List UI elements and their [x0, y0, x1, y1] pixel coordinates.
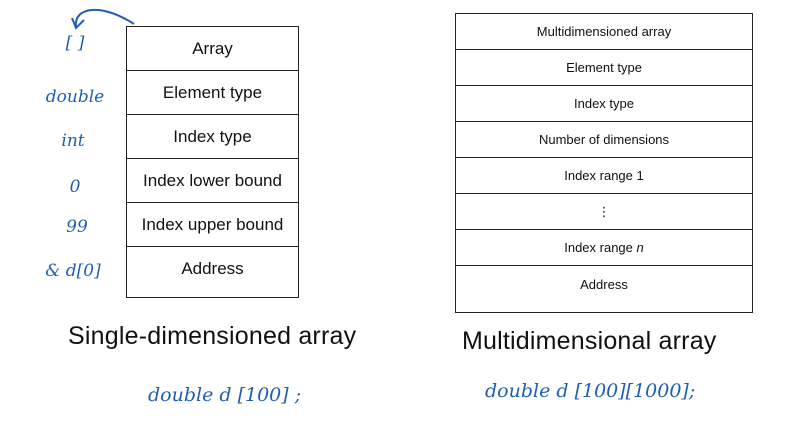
index-range-n-label: Index range n	[564, 240, 644, 255]
descriptor-row-multi-array: Multidimensioned array	[456, 14, 752, 50]
descriptor-row-element-type: Element type	[456, 50, 752, 86]
descriptor-row-index-range-n: Index range n	[456, 230, 752, 266]
descriptor-row-address: Address	[580, 277, 628, 292]
descriptor-row-lower-bound: Index lower bound	[127, 159, 298, 203]
single-array-descriptor: Array Element type Index type Index lowe…	[126, 26, 299, 298]
descriptor-row-array: Array	[127, 27, 298, 71]
index-range-n-variable: n	[636, 240, 644, 255]
note-address-of: & d[0]	[45, 261, 101, 281]
note-int: int	[61, 131, 85, 151]
note-double: double	[45, 87, 105, 107]
code-single-declaration: double d [100] ;	[148, 384, 302, 406]
annotation-arrow-icon	[71, 9, 135, 30]
code-multi-declaration: double d [100][1000];	[485, 380, 696, 402]
descriptor-row-number-of-dimensions: Number of dimensions	[456, 122, 752, 158]
descriptor-row-index-range-1: Index range 1	[456, 158, 752, 194]
descriptor-row-upper-bound: Index upper bound	[127, 203, 298, 247]
descriptor-row-element-type: Element type	[127, 71, 298, 115]
multi-array-descriptor: Multidimensioned array Element type Inde…	[455, 13, 753, 313]
descriptor-row-index-type: Index type	[456, 86, 752, 122]
caption-multi: Multidimensional array	[462, 327, 717, 355]
note-ninety-nine: 99	[66, 217, 88, 237]
descriptor-row-index-type: Index type	[127, 115, 298, 159]
note-zero: 0	[69, 177, 81, 197]
note-brackets: [ ]	[65, 33, 85, 53]
descriptor-row-address: Address	[181, 258, 244, 278]
caption-single: Single-dimensioned array	[68, 322, 357, 350]
descriptor-row-ellipsis: ⋮	[456, 194, 752, 230]
